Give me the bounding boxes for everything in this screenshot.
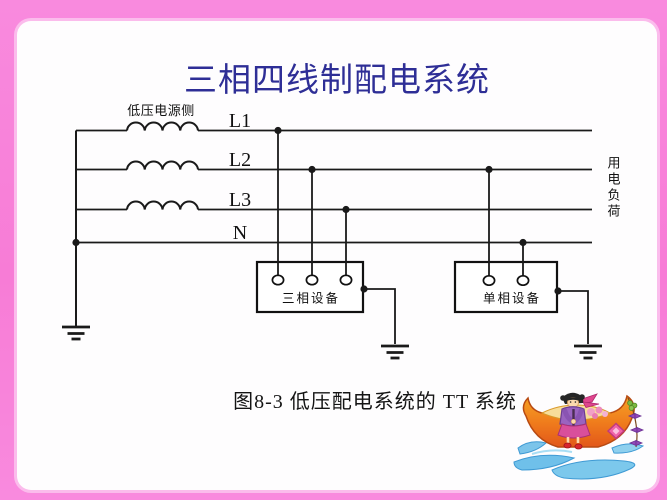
mascot-illustration xyxy=(513,392,645,480)
charm-string xyxy=(627,397,645,448)
transformer-winding-icon xyxy=(126,200,199,210)
earthing-wire xyxy=(363,288,396,344)
line-label-l3: L3 xyxy=(229,189,251,211)
junction-dot xyxy=(554,287,562,295)
single-phase-equipment-label: 单相设备 xyxy=(483,291,541,306)
junction-dot xyxy=(72,238,80,247)
transformer-winding-icon xyxy=(126,160,199,170)
junction-dot xyxy=(308,165,316,174)
line-label-n: N xyxy=(233,222,247,244)
slide-title: 三相四线制配电系统 xyxy=(184,63,490,99)
terminal-circle xyxy=(271,274,285,286)
transformer-winding-icon xyxy=(126,121,199,131)
line-l3 xyxy=(76,200,592,211)
single-phase-equipment-box xyxy=(453,260,559,314)
line-label-l2: L2 xyxy=(229,149,251,171)
terminal-circle xyxy=(482,274,496,287)
line-l1 xyxy=(76,121,592,132)
source-side-label: 低压电源侧 xyxy=(127,103,195,118)
earth-ground-icon xyxy=(62,325,90,341)
figure-caption: 图8-3 低压配电系统的 TT 系统 xyxy=(233,391,517,413)
diamond-ornament-inner xyxy=(612,427,620,435)
line-l2 xyxy=(76,160,592,171)
water-waves xyxy=(517,441,645,455)
slide-panel: 三相四线制配电系统 图8-3 低压配电系统的 TT 系统 xyxy=(17,21,657,490)
terminal-circle xyxy=(516,274,530,287)
junction-dot xyxy=(519,238,527,247)
load-side-label: 用电负荷 xyxy=(606,156,621,220)
three-phase-equipment-label: 三相设备 xyxy=(282,291,340,306)
terminal-circle xyxy=(339,274,353,286)
earth-ground-icon xyxy=(381,344,409,360)
terminal-circle xyxy=(305,274,319,286)
water-waves-front xyxy=(513,449,636,480)
earth-ground-icon xyxy=(574,344,602,360)
earthing-wire xyxy=(557,290,589,344)
junction-dot xyxy=(274,126,282,135)
junction-dot xyxy=(342,205,350,214)
blossoms xyxy=(587,406,608,419)
line-label-l1: L1 xyxy=(229,110,251,132)
child-figure xyxy=(557,392,600,450)
junction-dot xyxy=(485,165,493,174)
junction-dot xyxy=(360,285,368,293)
